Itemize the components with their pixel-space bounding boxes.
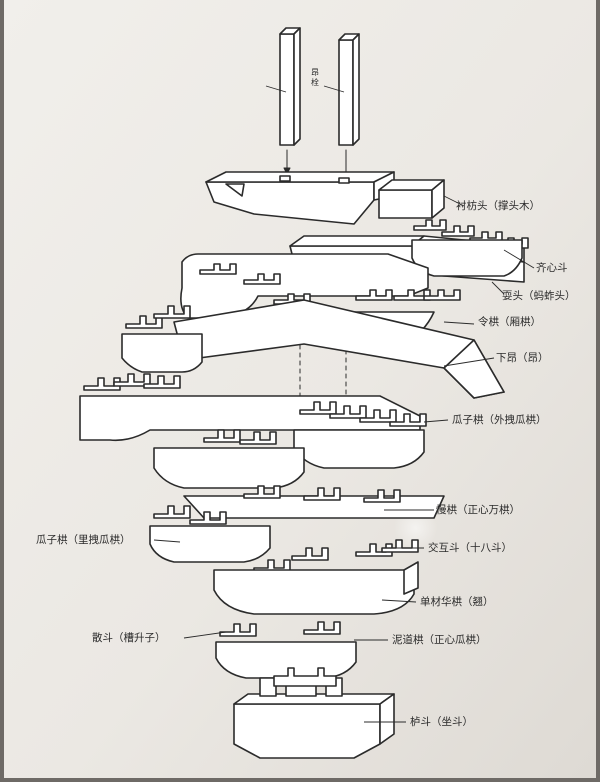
label-san-dou: 散斗（槽升子） — [92, 632, 166, 644]
label-lu-dou: 栌斗（坐斗） — [410, 716, 473, 728]
guazi-gong-outer — [153, 401, 427, 489]
label-chen-fang-tou: 衬枋头（撑头木） — [456, 200, 540, 212]
ang-pin-left — [279, 27, 301, 146]
ling-gong-upper-cups — [411, 219, 529, 277]
ang-pin-right — [338, 33, 360, 146]
jiao-hu-dou-cluster — [253, 539, 419, 573]
dan-cai-hua-gong — [213, 561, 419, 615]
label-xia-ang: 下昂（昂） — [496, 352, 549, 364]
label-ni-dao-gong: 泥道栱（正心瓜栱） — [392, 634, 487, 646]
label-ang-shuan: 昂栓 — [311, 68, 319, 87]
dougong-exploded-diagram — [4, 0, 596, 778]
label-guazi-gong-outer: 瓜子栱（外拽瓜栱） — [452, 414, 547, 426]
paper-sheet: 昂栓 衬枋头（撑头木） 齐心斗 耍头（蚂蚱头） 令栱（厢栱） 下昂（昂） 瓜子栱… — [4, 0, 596, 778]
leader-lines — [153, 85, 535, 723]
label-dan-cai-hua-gong: 单材华栱（翘） — [420, 596, 494, 608]
lu-dou-block — [233, 667, 395, 759]
label-man-gong: 慢栱（正心万栱） — [436, 504, 520, 516]
guazi-gong-inner — [149, 505, 271, 563]
label-shua-tou: 耍头（蚂蚱头） — [502, 290, 576, 302]
man-gong — [183, 485, 445, 519]
label-qi-xin-dou: 齐心斗 — [536, 262, 568, 274]
xia-ang-member — [173, 299, 505, 399]
label-guazi-gong-inner: 瓜子栱（里拽瓜栱） — [36, 534, 131, 546]
label-ling-gong: 令栱（厢栱） — [478, 316, 541, 328]
label-jiao-hu-dou: 交互斗（十八斗） — [428, 542, 512, 554]
chen-fang-tou-end — [378, 179, 445, 219]
